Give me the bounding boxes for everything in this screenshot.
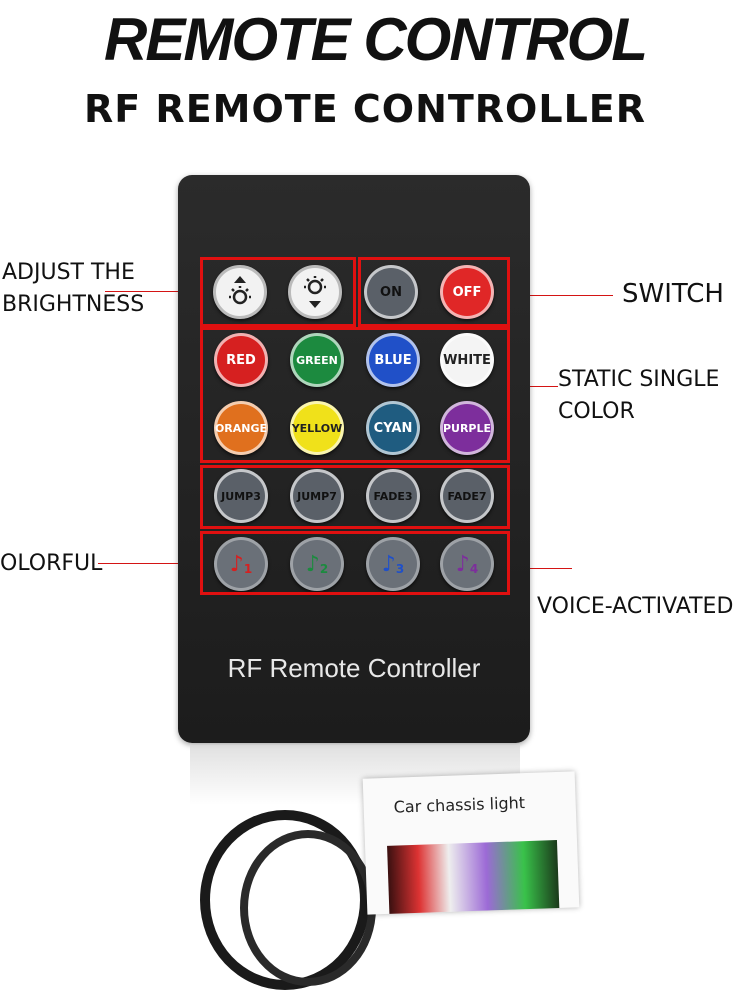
package-box: Car chassis light [362, 771, 580, 915]
callout-line-static [510, 386, 558, 387]
frame-brightness [200, 257, 356, 327]
white-button[interactable]: WHITE [440, 333, 494, 387]
callout-line-switch [510, 295, 613, 296]
callout-line-colorful [98, 563, 203, 564]
brightness-up-button[interactable] [213, 265, 267, 319]
jump3-button[interactable]: JUMP3 [214, 469, 268, 523]
music-4-button[interactable]: ♪ 4 [440, 537, 494, 591]
cable-coil-inner [240, 830, 376, 986]
callout-static: STATIC SINGLE COLOR [558, 367, 720, 424]
brightness-up-icon [229, 276, 251, 305]
music-note-icon: ♪ [455, 551, 470, 577]
package-image [387, 839, 560, 914]
package-label: Car chassis light [393, 793, 526, 817]
off-button[interactable]: OFF [440, 265, 494, 319]
brightness-down-icon [304, 276, 326, 308]
music-2-button[interactable]: ♪ 2 [290, 537, 344, 591]
remote-control: ON OFF RED GREEN BLUE WHITE ORANGE YELLO… [178, 175, 530, 743]
callout-colorful: OLORFUL [0, 551, 103, 576]
on-button[interactable]: ON [364, 265, 418, 319]
page-subtitle: RF REMOTE CONTROLLER [83, 87, 647, 131]
frame-colorful [200, 465, 510, 529]
fade7-button[interactable]: FADE7 [440, 469, 494, 523]
music-note-icon: ♪ [381, 551, 396, 577]
orange-button[interactable]: ORANGE [214, 401, 268, 455]
music-note-icon: ♪ [305, 551, 320, 577]
blue-button[interactable]: BLUE [366, 333, 420, 387]
music-note-icon: ♪ [229, 551, 244, 577]
yellow-button[interactable]: YELLOW [290, 401, 344, 455]
callout-voice: VOICE-ACTIVATED [537, 594, 734, 619]
red-button[interactable]: RED [214, 333, 268, 387]
music-1-button[interactable]: ♪ 1 [214, 537, 268, 591]
callout-line-brightness [105, 291, 215, 292]
frame-switch [358, 257, 510, 327]
green-button[interactable]: GREEN [290, 333, 344, 387]
cyan-button[interactable]: CYAN [366, 401, 420, 455]
callout-brightness: ADJUST THE BRIGHTNESS [2, 260, 145, 317]
frame-static-color [200, 327, 510, 463]
jump7-button[interactable]: JUMP7 [290, 469, 344, 523]
callout-switch: SWITCH [622, 279, 724, 309]
remote-brand-text: RF Remote Controller [227, 653, 481, 683]
music-3-button[interactable]: ♪ 3 [366, 537, 420, 591]
frame-voice [200, 531, 510, 595]
purple-button[interactable]: PURPLE [440, 401, 494, 455]
page-title: REMOTE CONTROL [104, 6, 648, 73]
brightness-down-button[interactable] [288, 265, 342, 319]
callout-line-voice [507, 568, 572, 569]
fade3-button[interactable]: FADE3 [366, 469, 420, 523]
